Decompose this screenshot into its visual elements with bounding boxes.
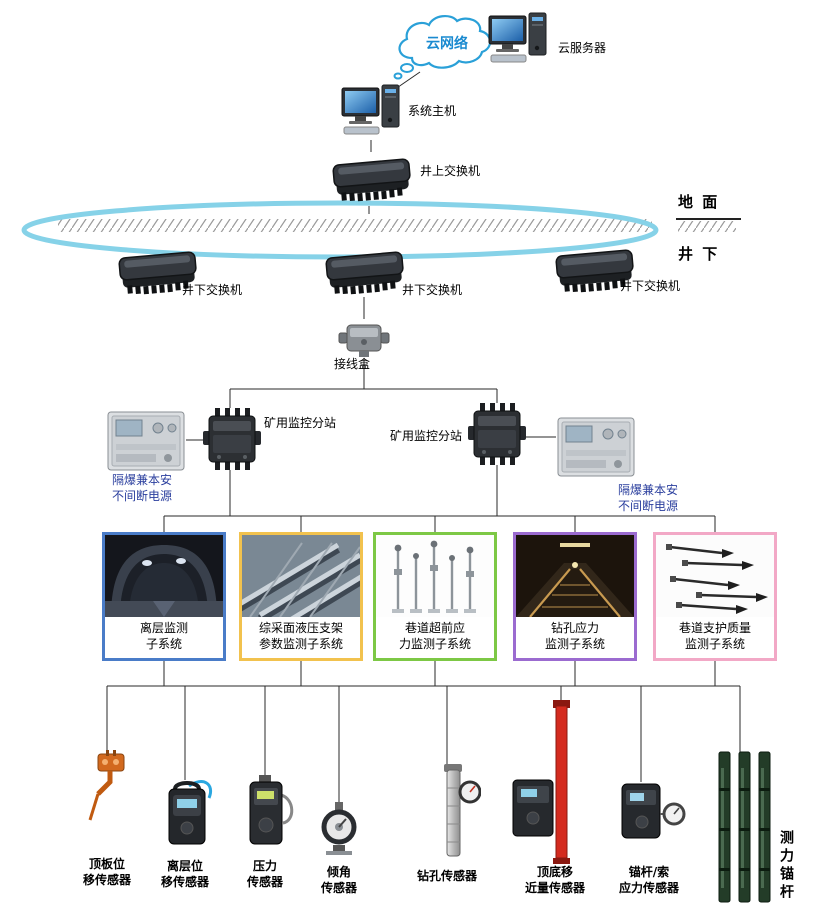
substation-icon-2 [468, 401, 526, 471]
sensor-label-anchor-stress: 锚杆/索 应力传感器 [618, 865, 679, 896]
tunnel-photo [105, 535, 223, 617]
underground-switch-icon-3 [553, 241, 637, 303]
subsystem-box-support-quality: 巷道支护质量 监测子系统 [653, 532, 777, 662]
subsystem-caption: 巷道超前应 力监测子系统 [376, 617, 494, 659]
ground-surface-label: 地 面 [678, 193, 720, 211]
separation-displacement-sensor-icon [157, 776, 215, 854]
ups-label-1: 隔爆兼本安 不间断电源 [111, 473, 172, 504]
underground-switch-icon-1 [116, 243, 200, 305]
underground-switch-label-1: 井下交换机 [182, 283, 243, 297]
sensor-label-roof-displacement: 顶板位 移传感器 [82, 857, 131, 888]
borehole-sensor-icon [417, 762, 482, 866]
subsystem-caption: 离层监测 子系统 [105, 617, 223, 659]
sensor-label-convergence: 顶底移 近量传感器 [524, 865, 585, 896]
ups-icon-1 [106, 410, 186, 478]
system-host-label: 系统主机 [408, 104, 457, 118]
substation-label-1: 矿用监控分站 [264, 416, 337, 430]
force-anchor-bars-icon [716, 748, 774, 909]
anchor-stress-sensor-icon [620, 778, 686, 848]
subsystem-caption: 综采面液压支架 参数监测子系统 [242, 617, 360, 659]
pressure-sensor-icon [237, 773, 297, 857]
surface-switch-label: 井上交换机 [420, 164, 481, 178]
surface-switch-icon [330, 150, 414, 212]
underground-switch-label-2: 井下交换机 [402, 283, 463, 297]
cloud-network-label: 云网络 [426, 36, 468, 52]
anchor-tools-photo [656, 535, 774, 617]
sensor-label-pressure: 压力 传感器 [246, 859, 283, 890]
subsystem-caption: 钻孔应力 监测子系统 [516, 617, 634, 659]
subsystem-caption: 巷道支护质量 监测子系统 [656, 617, 774, 659]
ups-label-2: 隔爆兼本安 不间断电源 [617, 483, 678, 514]
substation-icon-1 [203, 406, 261, 476]
stress-meters-photo [376, 535, 494, 617]
convergence-sensor-icon [511, 700, 583, 872]
substation-label-2: 矿用监控分站 [390, 429, 463, 443]
junction-box-icon [337, 317, 391, 363]
hydraulic-support-photo [242, 535, 360, 617]
roof-displacement-sensor-icon [82, 750, 132, 828]
system-host-icon [340, 82, 404, 144]
cloud-network-icon [390, 8, 500, 86]
sensor-label-separation-displacement: 离层位 移传感器 [160, 859, 209, 890]
ups-icon-2 [556, 416, 636, 484]
cloud-server-label: 云服务器 [558, 41, 607, 55]
underground-switch-icon-2 [323, 243, 407, 305]
subsystem-box-hydraulic-support: 综采面液压支架 参数监测子系统 [239, 532, 363, 662]
underground-switch-label-3: 井下交换机 [620, 279, 681, 293]
ground-underground-label: 井 下 [678, 245, 720, 263]
sensor-label-borehole: 钻孔传感器 [416, 869, 477, 883]
cloud-server-icon [487, 10, 551, 72]
sensor-label-force-anchor: 测力锚杆 [778, 830, 794, 902]
mine-roadway-photo [516, 535, 634, 617]
subsystem-box-separation-monitoring: 离层监测 子系统 [102, 532, 226, 662]
sensor-label-tilt: 倾角 传感器 [320, 865, 357, 896]
junction-box-label: 接线盒 [333, 357, 370, 371]
subsystem-box-advance-stress: 巷道超前应 力监测子系统 [373, 532, 497, 662]
tilt-sensor-icon [317, 800, 361, 862]
subsystem-box-borehole-stress: 钻孔应力 监测子系统 [513, 532, 637, 662]
